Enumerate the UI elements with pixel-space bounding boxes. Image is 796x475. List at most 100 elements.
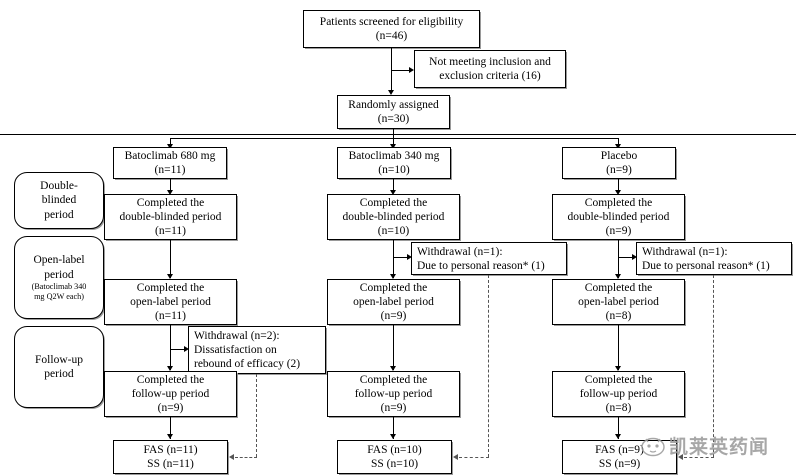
connector-680-fu-to-fas bbox=[170, 417, 171, 439]
alloc-pbo-line-2: (n=9) bbox=[606, 164, 632, 176]
connector-680-alloc-to-db bbox=[170, 179, 171, 193]
box-screened-line-2: (n=46) bbox=[375, 30, 408, 42]
box-follow-up-batoclimab-680: Completed the follow-up period (n=9) bbox=[104, 371, 237, 417]
dashed-340-withdrawal-down bbox=[488, 275, 489, 457]
connector-340-alloc-to-db bbox=[393, 179, 394, 193]
arrowhead-340-ol bbox=[389, 274, 396, 279]
fu-340-line-2: follow-up period bbox=[354, 388, 433, 400]
fu-680-line-3: (n=9) bbox=[157, 402, 184, 414]
db-680-line-2: double-blinded period bbox=[119, 211, 222, 223]
db-340-line-1: Completed the bbox=[359, 197, 428, 209]
db-pbo-line-2: double-blinded period bbox=[567, 211, 670, 223]
arrowhead-pbo-withdrawal bbox=[632, 253, 637, 260]
box-follow-up-placebo: Completed the follow-up period (n=8) bbox=[552, 371, 685, 417]
arrowhead-random bbox=[387, 90, 394, 95]
db-340-line-2: double-blinded period bbox=[342, 211, 445, 223]
db-680-line-3: (n=11) bbox=[155, 225, 186, 237]
box-open-label-placebo: Completed the open-label period (n=8) bbox=[552, 279, 685, 325]
fu-680-line-2: follow-up period bbox=[131, 388, 210, 400]
arrowhead-pbo-dashed bbox=[678, 453, 683, 460]
fu-pbo-line-3: (n=8) bbox=[605, 402, 632, 414]
connector-680-ol-to-fu bbox=[170, 325, 171, 370]
arrowhead-680-fas bbox=[166, 434, 173, 439]
wd-680-line-3: rebound of efficacy (2) bbox=[194, 358, 301, 370]
box-withdrawal-placebo: Withdrawal (n=1): Due to personal reason… bbox=[636, 242, 792, 275]
fu-pbo-line-2: follow-up period bbox=[579, 388, 658, 400]
box-withdrawal-batoclimab-680: Withdrawal (n=2): Dissatisfaction on reb… bbox=[188, 326, 326, 374]
period-divider-rule bbox=[0, 134, 796, 135]
fu-340-line-1: Completed the bbox=[359, 374, 428, 386]
arrowhead-340-fu bbox=[389, 366, 396, 371]
box-double-blinded-batoclimab-680: Completed the double-blinded period (n=1… bbox=[104, 194, 237, 240]
fas-pbo-line-2: SS (n=9) bbox=[598, 458, 641, 470]
period-db-line-2: blinded bbox=[41, 194, 77, 207]
arrowhead-680-withdrawal bbox=[184, 345, 189, 352]
connector-pbo-fu-to-fas bbox=[618, 417, 619, 439]
box-open-label-batoclimab-680: Completed the open-label period (n=11) bbox=[104, 279, 237, 325]
connector-split-mid bbox=[393, 138, 394, 147]
arrowhead-pbo-fas bbox=[614, 434, 621, 439]
connector-split-left bbox=[170, 138, 171, 147]
connector-to-excluded bbox=[391, 70, 412, 71]
box-analysis-batoclimab-680: FAS (n=11) SS (n=11) bbox=[113, 440, 228, 474]
fas-340-line-1: FAS (n=10) bbox=[367, 444, 422, 456]
alloc-340-line-1: Batoclimab 340 mg bbox=[348, 150, 440, 162]
connector-random-split bbox=[170, 138, 619, 139]
ol-pbo-line-1: Completed the bbox=[584, 282, 653, 294]
fu-340-line-3: (n=9) bbox=[380, 402, 407, 414]
ol-340-line-2: open-label period bbox=[353, 296, 434, 308]
ol-680-line-1: Completed the bbox=[136, 282, 205, 294]
arrowhead-680-db bbox=[166, 190, 173, 195]
box-double-blinded-placebo: Completed the double-blinded period (n=9… bbox=[552, 194, 685, 240]
box-excluded: Not meeting inclusion and exclusion crit… bbox=[414, 50, 566, 88]
box-allocation-batoclimab-680: Batoclimab 680 mg (n=11) bbox=[113, 147, 227, 179]
fas-680-line-1: FAS (n=11) bbox=[143, 444, 198, 456]
db-680-line-1: Completed the bbox=[136, 197, 205, 209]
db-pbo-line-1: Completed the bbox=[584, 197, 653, 209]
wd-pbo-line-2: Due to personal reason* (1) bbox=[642, 259, 770, 272]
ol-680-line-3: (n=11) bbox=[155, 310, 186, 322]
period-ol-sub-1: (Batoclimab 340 bbox=[31, 282, 87, 291]
dashed-pbo-withdrawal-left bbox=[684, 457, 714, 458]
arrowhead-680-ol bbox=[166, 274, 173, 279]
box-allocation-placebo: Placebo (n=9) bbox=[562, 147, 676, 179]
fas-pbo-line-1: FAS (n=9) bbox=[595, 444, 644, 456]
box-open-label-batoclimab-340: Completed the open-label period (n=9) bbox=[327, 279, 460, 325]
box-randomized-line-1: Randomly assigned bbox=[348, 99, 439, 111]
fas-340-line-2: SS (n=10) bbox=[370, 458, 419, 470]
box-follow-up-batoclimab-340: Completed the follow-up period (n=9) bbox=[327, 371, 460, 417]
box-withdrawal-batoclimab-340: Withdrawal (n=1): Due to personal reason… bbox=[411, 242, 567, 275]
period-ol-line-1: Open-label bbox=[33, 254, 85, 266]
arrowhead-arm-left bbox=[166, 144, 173, 149]
ol-340-line-3: (n=9) bbox=[380, 310, 407, 322]
period-label-open-label: Open-label period (Batoclimab 340 mg Q2W… bbox=[14, 236, 104, 319]
connector-pbo-db-to-ol bbox=[618, 240, 619, 278]
box-double-blinded-batoclimab-340: Completed the double-blinded period (n=1… bbox=[327, 194, 460, 240]
period-fu-line-1: Follow-up bbox=[35, 353, 83, 366]
dashed-340-withdrawal-left bbox=[459, 457, 489, 458]
arrowhead-340-fas bbox=[389, 434, 396, 439]
connector-pbo-to-withdrawal bbox=[618, 257, 635, 258]
arrowhead-pbo-fu bbox=[614, 366, 621, 371]
arrowhead-340-withdrawal bbox=[407, 253, 412, 260]
wd-pbo-line-1: Withdrawal (n=1): bbox=[642, 245, 728, 258]
period-label-double-blinded: Double- blinded period bbox=[14, 172, 104, 229]
box-screened: Patients screened for eligibility (n=46) bbox=[303, 10, 480, 48]
connector-340-fu-to-fas bbox=[393, 417, 394, 439]
connector-pbo-alloc-to-db bbox=[618, 179, 619, 193]
box-randomized: Randomly assigned (n=30) bbox=[337, 95, 450, 129]
arrowhead-arm-right bbox=[614, 144, 621, 149]
box-excluded-line-1: Not meeting inclusion and bbox=[429, 56, 551, 68]
period-ol-line-2: period bbox=[44, 268, 74, 281]
db-pbo-line-3: (n=9) bbox=[605, 225, 632, 237]
alloc-pbo-line-1: Placebo bbox=[600, 150, 638, 162]
period-db-line-3: period bbox=[44, 208, 74, 221]
box-allocation-batoclimab-340: Batoclimab 340 mg (n=10) bbox=[337, 147, 451, 179]
alloc-680-line-1: Batoclimab 680 mg bbox=[124, 150, 216, 162]
box-analysis-batoclimab-340: FAS (n=10) SS (n=10) bbox=[337, 440, 452, 474]
fu-680-line-1: Completed the bbox=[136, 374, 205, 386]
connector-680-to-withdrawal bbox=[170, 349, 187, 350]
ol-340-line-1: Completed the bbox=[359, 282, 428, 294]
dashed-pbo-withdrawal-down bbox=[713, 275, 714, 457]
